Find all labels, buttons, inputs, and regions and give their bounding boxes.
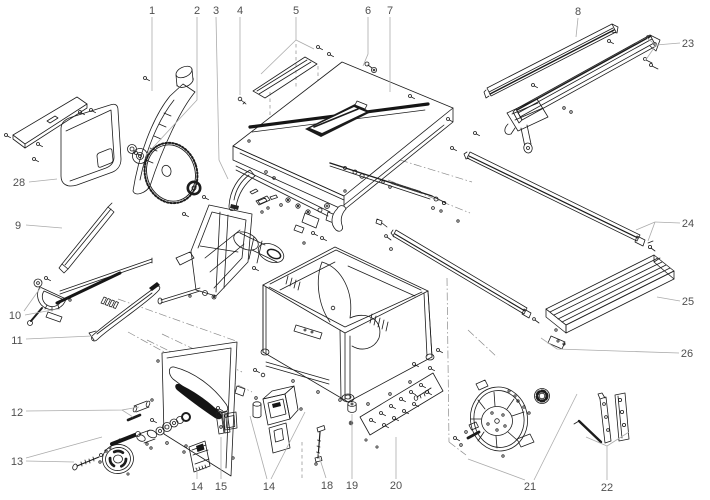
rear-rail-24 [463, 151, 656, 252]
extension-table-25 [545, 254, 675, 334]
callout-label-8: 8 [575, 6, 581, 18]
screw-4 [237, 96, 247, 105]
callout-label-21: 21 [524, 481, 536, 493]
callout-label-26: 26 [681, 348, 693, 360]
base-housing [234, 231, 435, 406]
side-cover-28 [60, 103, 122, 187]
arbor-flange-3 [186, 180, 210, 201]
callout-label-12: 12 [11, 407, 23, 419]
fence-clamp-rod [285, 162, 460, 234]
motor-carriage [157, 194, 285, 305]
hardware-plate-20 [359, 348, 444, 449]
callout-label-19: 19 [346, 480, 358, 492]
callout-label-24: 24 [682, 218, 694, 230]
callout-label-25: 25 [682, 296, 694, 308]
leader-lines [23, 16, 681, 481]
callout-label-14a: 14 [191, 481, 203, 493]
miter-rail-9 [58, 202, 115, 274]
callout-label-5: 5 [293, 5, 299, 17]
blade-cover-wedge [228, 169, 276, 214]
callout-label-28: 28 [13, 177, 25, 189]
front-rail-26 [375, 218, 566, 350]
table-top-7 [232, 61, 458, 225]
callout-label-14b: 14 [263, 481, 275, 493]
push-stick-11 [88, 282, 161, 342]
callout-label-3: 3 [213, 5, 219, 17]
callout-label-20: 20 [390, 480, 402, 492]
switch-pcb-14 [182, 440, 211, 473]
wheel-housing-21 [453, 379, 550, 458]
callout-label-15: 15 [215, 481, 227, 493]
blade-guard-1 [132, 65, 196, 195]
callout-label-23: 23 [682, 38, 694, 50]
switch-box-14 [252, 385, 303, 454]
pins-12 [126, 398, 154, 422]
callout-label-1: 1 [149, 5, 155, 17]
rip-fence-8 [473, 23, 661, 154]
table-insert-5 [252, 45, 335, 99]
top-cover-panel [4, 96, 142, 163]
leg-brackets-22 [573, 392, 630, 444]
callout-label-10: 10 [9, 310, 21, 322]
callout-label-11: 11 [11, 335, 22, 347]
saw-blade [143, 141, 199, 205]
callout-label-22: 22 [601, 482, 613, 494]
callout-label-4: 4 [237, 5, 243, 17]
bracket-15 [215, 406, 231, 435]
side-panel-handle [150, 341, 238, 477]
miter-gauge-10 [27, 257, 153, 326]
callout-label-6: 6 [365, 5, 371, 17]
callout-label-2: 2 [194, 5, 200, 17]
handwheel-assembly [72, 412, 191, 476]
callout-label-13: 13 [11, 456, 23, 468]
callout-label-9: 9 [15, 220, 21, 232]
callout-labels: 1 2 3 4 5 6 7 8 23 24 25 26 28 9 10 11 1… [9, 5, 694, 494]
screw-6 [364, 61, 377, 74]
callout-label-18: 18 [321, 480, 333, 492]
arbor-washers-2 [127, 144, 148, 164]
callout-label-7: 7 [387, 5, 393, 17]
